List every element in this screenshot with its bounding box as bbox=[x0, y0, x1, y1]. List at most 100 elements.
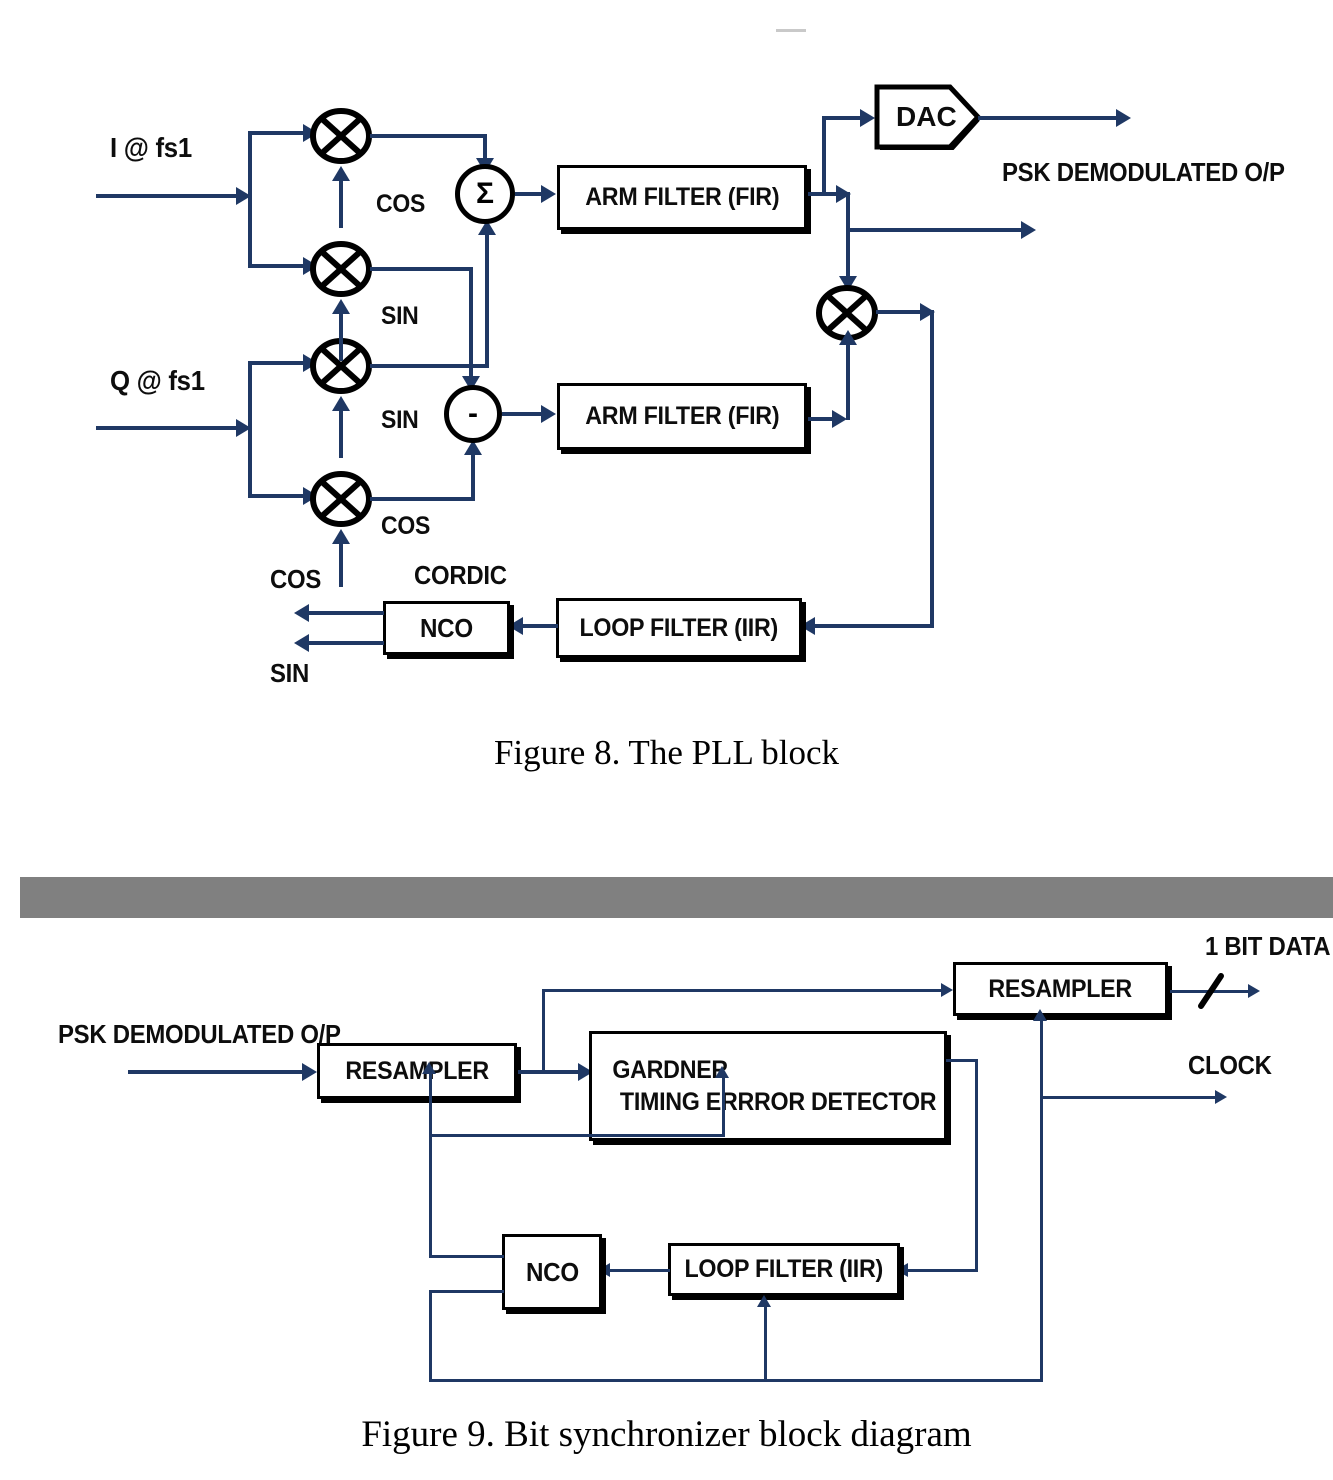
wire-q-input bbox=[96, 426, 238, 430]
wire-lo-sin-to-mixer2 bbox=[339, 311, 343, 361]
wire-arm-i-down-trunk bbox=[846, 192, 850, 280]
arrow-q-input bbox=[236, 419, 251, 437]
figure-8-diagram: I @ fs1 Q @ fs1 bbox=[0, 0, 1333, 720]
summer-symbol: Σ bbox=[475, 177, 494, 210]
wire-resampler-out bbox=[518, 1070, 584, 1074]
wire-i-to-mixer1 bbox=[248, 131, 311, 135]
arm-filter-i-label: ARM FILTER (FIR) bbox=[585, 183, 779, 211]
wire-mixer3-out bbox=[370, 364, 489, 368]
wire-nco-sin-output bbox=[308, 641, 384, 645]
arrow-dac-output bbox=[1116, 109, 1131, 127]
arrow-nco-into-resampler-input bbox=[422, 1062, 436, 1074]
arm-filter-i-block[interactable]: ARM FILTER (FIR) bbox=[557, 165, 807, 230]
nco-label-f9: NCO bbox=[525, 1256, 579, 1287]
section-divider-band bbox=[20, 877, 1333, 918]
figure-9-caption: Figure 9. Bit synchronizer block diagram bbox=[361, 1414, 972, 1455]
mixer-i-cos-icon bbox=[310, 108, 372, 164]
wire-nco-lower-down bbox=[429, 1290, 432, 1382]
arm-filter-q-block[interactable]: ARM FILTER (FIR) bbox=[557, 383, 807, 450]
gardner-detector-line2: TIMING ERRROR DETECTOR bbox=[619, 1088, 937, 1116]
wire-gardner-down-to-loop-filter bbox=[975, 1059, 978, 1272]
arrow-lo-sin-to-mixer3 bbox=[332, 396, 350, 411]
arrow-nco-cos-output bbox=[294, 604, 309, 622]
wire-nco-out-upper bbox=[429, 1255, 504, 1258]
wire-q-to-mixer3 bbox=[248, 361, 311, 365]
wire-resampler-branch-to-out-resampler bbox=[542, 989, 945, 992]
wire-nco-up-to-resampler-in bbox=[429, 1072, 432, 1258]
figure-9-diagram: PSK DEMODULATED O/P RESAMPLER GARDNER TI… bbox=[0, 918, 1333, 1398]
wire-arm-q-out bbox=[808, 417, 840, 421]
psk-demod-output-label: PSK DEMODULATED O/P bbox=[1002, 157, 1285, 187]
arrow-sub-to-arm-filter-q bbox=[541, 405, 556, 423]
wire-mixer2-down-to-sub bbox=[469, 267, 473, 380]
cordic-label: CORDIC bbox=[414, 560, 507, 590]
wire-i-split-trunk bbox=[248, 131, 252, 268]
arrow-into-output-resampler bbox=[941, 983, 953, 997]
mixer-i-sin-icon bbox=[310, 241, 372, 297]
wire-nco-out-lower bbox=[429, 1290, 504, 1293]
one-bit-data-label: 1 BIT DATA bbox=[1205, 931, 1331, 961]
mixer-label-cos-2: COS bbox=[381, 512, 431, 540]
wire-nco-to-gardner bbox=[429, 1134, 725, 1137]
resampler-input-block[interactable]: RESAMPLER bbox=[317, 1043, 517, 1099]
arrow-clock-output bbox=[1215, 1090, 1227, 1104]
arrow-nco-into-gardner bbox=[715, 1066, 729, 1078]
clock-output-label: CLOCK bbox=[1188, 1050, 1272, 1080]
arrow-i-input bbox=[236, 187, 251, 205]
gardner-detector-block[interactable]: GARDNER TIMING ERRROR DETECTOR bbox=[589, 1031, 947, 1141]
resampler-output-label: RESAMPLER bbox=[988, 974, 1133, 1003]
wire-arm-i-out bbox=[808, 192, 846, 196]
wire-q-to-mixer4 bbox=[248, 494, 311, 498]
wire-loop-filter-to-nco bbox=[520, 624, 558, 628]
wire-arm-i-up-to-dac bbox=[822, 116, 826, 194]
wire-to-dac bbox=[822, 116, 868, 120]
wire-phase-mixer-out bbox=[876, 310, 934, 314]
arrow-nco-sin-output bbox=[294, 634, 309, 652]
wire-mixer4-out bbox=[370, 497, 475, 501]
arrow-sum-to-arm-filter-i bbox=[541, 185, 556, 203]
arrow-bottom-bus-into-loop-filter bbox=[757, 1295, 771, 1307]
wire-mixer1-out bbox=[370, 134, 487, 138]
mixer-label-sin-1: SIN bbox=[381, 302, 419, 330]
wire-lo-cos-to-mixer1 bbox=[339, 178, 343, 228]
arrow-arm-q-into-phase-mixer bbox=[839, 330, 857, 345]
nco-cos-output-label: COS bbox=[270, 564, 322, 594]
wire-mixer3-up-to-sum bbox=[485, 232, 489, 366]
loop-filter-block-f9[interactable]: LOOP FILTER (IIR) bbox=[668, 1243, 900, 1296]
wire-phase-mixer-down-to-loop bbox=[930, 310, 934, 627]
i-input-label: I @ fs1 bbox=[110, 132, 192, 163]
arrow-mixer4-into-sub bbox=[464, 440, 482, 455]
dac-block[interactable]: DAC bbox=[874, 84, 982, 150]
arrow-riser-into-output-resampler bbox=[1033, 1009, 1047, 1021]
wire-clock-output bbox=[1041, 1096, 1219, 1099]
nco-sin-output-label: SIN bbox=[270, 658, 310, 688]
resampler-input-label: RESAMPLER bbox=[345, 1056, 489, 1085]
wire-sum-to-arm-filter-i bbox=[515, 192, 545, 196]
wire-bottom-bus-up-to-loop-filter bbox=[764, 1305, 767, 1382]
wire-i-input bbox=[96, 194, 238, 198]
wire-mixer2-out bbox=[370, 267, 473, 271]
summer-node: Σ bbox=[455, 164, 515, 224]
arrow-lo-sin-to-mixer2 bbox=[332, 299, 350, 314]
wire-mixer4-up-to-sub bbox=[471, 452, 475, 499]
arrow-loop-filter-to-nco bbox=[508, 617, 523, 635]
wire-psk-demod-input bbox=[128, 1070, 306, 1074]
arrow-lo-cos-to-mixer1 bbox=[332, 166, 350, 181]
arrow-into-loop-filter bbox=[800, 617, 815, 635]
wire-into-loop-filter bbox=[812, 624, 934, 628]
arrow-psk-demod-tap bbox=[1021, 221, 1036, 239]
wire-q-split-trunk bbox=[248, 361, 252, 498]
mixer-label-sin-2: SIN bbox=[381, 406, 419, 434]
wire-loop-filter-to-nco-f9 bbox=[610, 1269, 670, 1272]
nco-block-f9[interactable]: NCO bbox=[502, 1234, 602, 1310]
wire-sub-to-arm-filter-q bbox=[502, 412, 544, 416]
figure-8-caption: Figure 8. The PLL block bbox=[493, 733, 840, 772]
mixer-label-cos-1: COS bbox=[376, 190, 426, 218]
nco-block[interactable]: NCO bbox=[383, 601, 510, 655]
resampler-output-block[interactable]: RESAMPLER bbox=[953, 962, 1168, 1016]
loop-filter-block[interactable]: LOOP FILTER (IIR) bbox=[556, 598, 802, 658]
loop-filter-label: LOOP FILTER (IIR) bbox=[579, 613, 779, 642]
wire-riser-to-output-resampler bbox=[1040, 1018, 1043, 1028]
psk-demod-input-label: PSK DEMODULATED O/P bbox=[58, 1019, 341, 1049]
gardner-detector-line1: GARDNER bbox=[612, 1056, 728, 1084]
